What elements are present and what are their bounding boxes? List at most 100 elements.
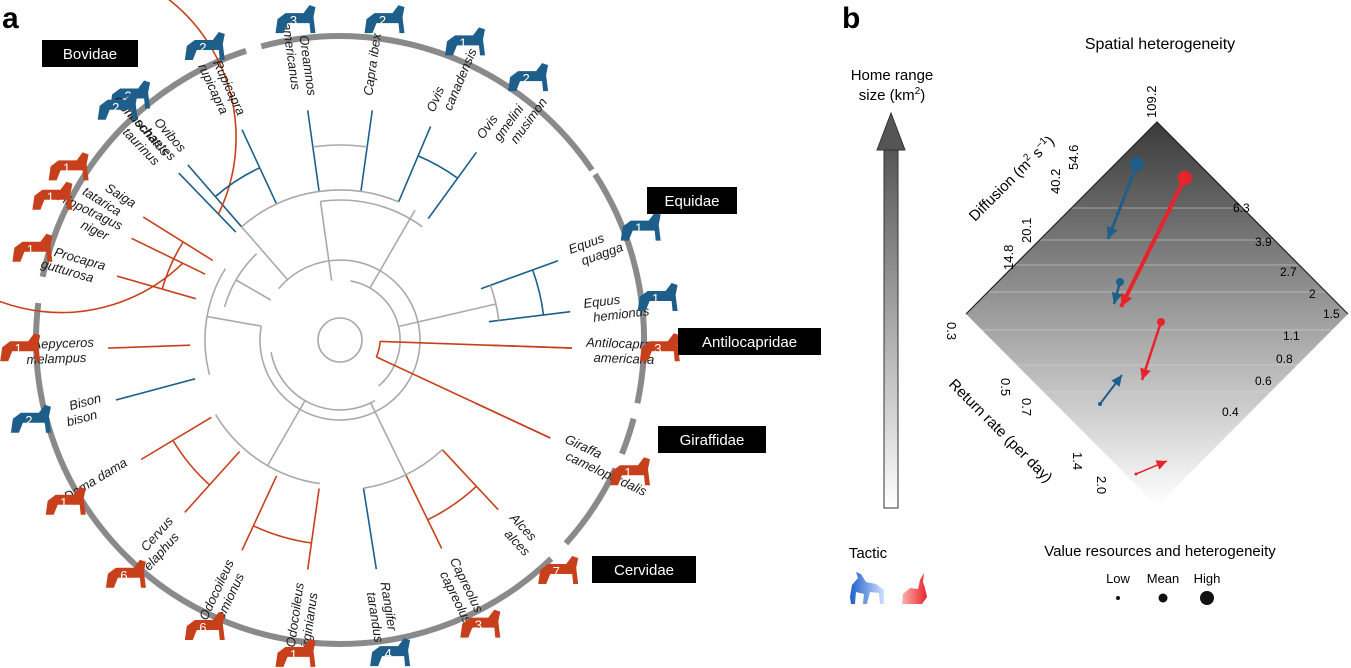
size-legend-dot <box>1158 593 1168 603</box>
family-label: Antilocapridae <box>678 328 821 355</box>
animal-silhouette-icon: 3 <box>275 5 316 34</box>
tree-branch <box>116 275 197 300</box>
animal-silhouette-icon: 1 <box>620 212 661 241</box>
animal-silhouette-icon: 1 <box>610 457 650 486</box>
tree-branch <box>214 167 261 198</box>
animal-silhouette-icon: 2 <box>97 91 138 120</box>
return-tick: 0.3 <box>944 322 959 340</box>
sample-count: 3 <box>290 13 297 28</box>
right-tick: 1.1 <box>1283 329 1300 343</box>
size-legend-label: Mean <box>1147 571 1180 586</box>
sample-count: 1 <box>459 35 466 50</box>
sample-count: 1 <box>27 242 34 257</box>
species-name-line1: Equus <box>582 292 621 311</box>
tree-branch <box>489 285 500 321</box>
family-labels: BovidaeEquidaeAntilocapridaeGiraffidaeCe… <box>42 40 821 583</box>
sample-count: 1 <box>63 160 70 175</box>
tree-branch <box>235 279 272 301</box>
size-legend-label: Low <box>1106 571 1130 586</box>
diffusion-axis-title: Diffusion (m2 s−1) <box>965 132 1058 225</box>
tree-branch <box>108 344 191 349</box>
family-arc <box>619 417 637 456</box>
return-ticks: 0.30.50.71.42.0 <box>944 322 1109 494</box>
sample-count: 4 <box>384 646 391 661</box>
sample-count: 1 <box>624 465 631 480</box>
tree-branch <box>306 488 320 570</box>
species-name-line2: americana <box>593 350 654 367</box>
home-range-label-line2: size (km2) <box>859 86 925 104</box>
animal-silhouette-icon: 2 <box>508 63 549 92</box>
sample-count: 1 <box>47 190 54 205</box>
tree-branch <box>172 439 211 486</box>
sample-count: 2 <box>522 71 529 86</box>
diffusion-ticks: 109.254.640.220.114.8 <box>1001 85 1159 270</box>
tree-branch <box>142 216 214 262</box>
return-tick: 2.0 <box>1094 476 1109 494</box>
tree-branch <box>0 0 237 314</box>
sample-count: 1 <box>15 341 22 356</box>
animal-silhouette-icon: 4 <box>370 638 411 667</box>
tree-branch <box>369 209 416 289</box>
sample-count: 1 <box>60 495 67 510</box>
tree-branch <box>253 525 312 544</box>
tree-branch <box>140 416 212 461</box>
family-label: Cervidae <box>592 556 696 583</box>
tree-branch <box>241 189 399 228</box>
blue-arrow-high <box>1106 157 1144 240</box>
home-range-arrow <box>876 111 906 509</box>
tree-branch <box>397 126 432 203</box>
right-tick: 0.8 <box>1276 352 1293 366</box>
animal-silhouette-icon: 1 <box>32 181 73 210</box>
family-name: Antilocapridae <box>702 334 797 351</box>
panel-b-letter: b <box>842 2 860 35</box>
tree-branch <box>223 253 258 308</box>
diffusion-tick: 14.8 <box>1001 245 1016 270</box>
value-legend-title: Value resources and heterogeneity <box>1044 543 1276 560</box>
tree-branch <box>531 269 545 316</box>
tree-branch <box>319 201 333 281</box>
animal-silhouette-icon: 1 <box>0 333 41 362</box>
tree-branch <box>362 488 378 570</box>
tree-branch <box>115 378 196 401</box>
red-arrow-mean <box>1140 318 1165 381</box>
diffusion-tick: 54.6 <box>1066 145 1081 170</box>
tree-branch <box>270 352 376 411</box>
tree-branch <box>427 485 477 521</box>
tree-branch <box>215 414 320 485</box>
right-tick: 2.7 <box>1280 265 1297 279</box>
animal-silhouette-icon: 2 <box>10 404 51 433</box>
tree-branch <box>266 400 306 466</box>
species-name-line2: hemionus <box>592 303 650 325</box>
home-range-label-line1: Home range <box>851 67 934 84</box>
phylogenetic-tree <box>0 0 572 570</box>
tree-branch <box>206 315 262 327</box>
diffusion-tick: 40.2 <box>1048 169 1063 194</box>
animal-silhouette-icon: 1 <box>45 486 86 515</box>
animal-silhouette-icon: 1 <box>48 152 89 181</box>
size-legend-dot <box>1116 596 1120 600</box>
animal-silhouette-icon: 6 <box>105 559 146 588</box>
tree-branch <box>480 259 559 290</box>
tree-branch <box>161 241 184 290</box>
return-tick: 0.7 <box>1019 398 1034 416</box>
tree-branch <box>204 268 227 376</box>
tactic-arrows <box>1098 157 1192 476</box>
sample-count: 1 <box>290 647 297 662</box>
size-legend-label: High <box>1194 571 1221 586</box>
tree-branch <box>240 226 289 281</box>
right-tick: 1.5 <box>1323 307 1340 321</box>
tree-branch <box>259 259 421 421</box>
family-arc <box>39 48 248 278</box>
animal-silhouette-icon: 7 <box>538 556 579 584</box>
tree-branch <box>320 199 423 228</box>
family-name: Giraffidae <box>680 432 745 449</box>
tree-branch <box>187 164 243 228</box>
animal-silhouette-icon: 6 <box>184 612 225 640</box>
